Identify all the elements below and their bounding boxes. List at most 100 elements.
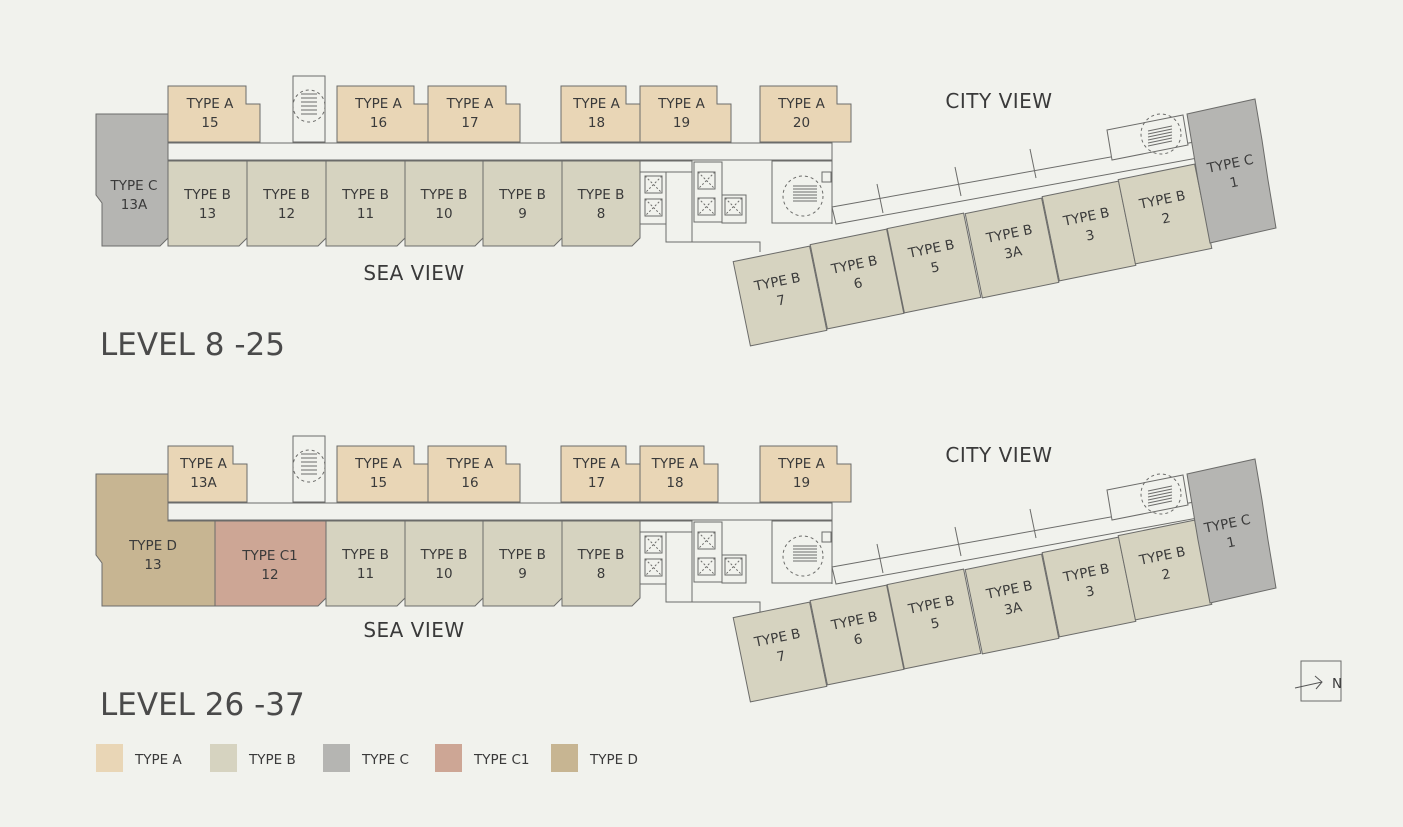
unit-c-1[interactable]: TYPE C1 [1186, 458, 1277, 604]
unit-number-label: 16 [370, 115, 387, 131]
unit-number-label: 5 [929, 615, 941, 632]
stair-core [771, 160, 833, 224]
unit-type-label: TYPE A [777, 96, 825, 112]
unit-b-3a[interactable]: TYPE B3A [964, 197, 1060, 299]
unit-type-label: TYPE A [179, 456, 227, 472]
unit-number-label: 13A [190, 475, 217, 491]
unit-type-label: TYPE A [354, 96, 402, 112]
unit-number-label: 11 [357, 566, 374, 582]
unit-number-label: 13A [121, 197, 148, 213]
unit-b-12[interactable]: TYPE B12 [246, 160, 327, 247]
unit-number-label: 10 [435, 206, 452, 222]
unit-type-label: TYPE B [498, 187, 546, 203]
unit-b-3[interactable]: TYPE B3 [1041, 180, 1137, 282]
unit-type-label: TYPE B [577, 547, 625, 563]
corridor [156, 502, 833, 521]
unit-type-label: TYPE A [354, 456, 402, 472]
unit-type-label: TYPE A [651, 456, 699, 472]
unit-c-13a[interactable]: TYPE C 13A [95, 113, 169, 247]
legend-item-a: TYPE A [96, 744, 182, 772]
unit-b-3[interactable]: TYPE B3 [1041, 536, 1137, 638]
unit-number-label: 8 [597, 206, 606, 222]
unit-a-19[interactable]: TYPE A 19 [759, 445, 852, 503]
unit-number-label: 16 [461, 475, 478, 491]
unit-number-label: 6 [852, 275, 864, 292]
unit-number-label: 9 [518, 566, 527, 582]
unit-b-3a[interactable]: TYPE B3A [964, 553, 1060, 655]
north-label: N [1332, 676, 1342, 692]
unit-b-9[interactable]: TYPE B9 [482, 160, 563, 247]
unit-a-13a[interactable]: TYPE A 13A [167, 445, 248, 503]
unit-c-1[interactable]: TYPE C1 [1186, 98, 1277, 244]
unit-number-label: 1 [1228, 174, 1240, 191]
unit-b-10[interactable]: TYPE B10 [404, 520, 484, 607]
unit-number-label: 18 [666, 475, 683, 491]
unit-a-16[interactable]: TYPE A 16 [336, 85, 429, 143]
unit-b-9[interactable]: TYPE B9 [482, 520, 563, 607]
unit-a-19[interactable]: TYPE A19 [639, 85, 732, 143]
stair-core [1106, 474, 1189, 521]
unit-b-7[interactable]: TYPE B7 [732, 601, 828, 703]
unit-a-15[interactable]: TYPE A 15 [336, 445, 429, 503]
legend-label: TYPE C [361, 752, 409, 768]
unit-a-18[interactable]: TYPE A 18 [639, 445, 719, 503]
unit-b-13[interactable]: TYPE B13 [167, 160, 248, 247]
unit-type-label: TYPE A [777, 456, 825, 472]
legend-item-c1: TYPE C1 [435, 744, 529, 772]
unit-b-10[interactable]: TYPE B 10 [404, 160, 484, 247]
unit-a-16[interactable]: TYPE A 16 [427, 445, 521, 503]
unit-number-label: 11 [357, 206, 374, 222]
unit-a-20[interactable]: TYPE A20 [759, 85, 852, 143]
unit-b-6[interactable]: TYPE B6 [809, 584, 905, 686]
unit-type-label: TYPE A [572, 456, 620, 472]
level-title: LEVEL 8 -25 [100, 327, 285, 363]
stair-core [1106, 114, 1189, 161]
unit-b-8[interactable]: TYPE B 8 [561, 520, 641, 607]
unit-b-7[interactable]: TYPE B7 [732, 245, 828, 347]
unit-number-label: 2 [1160, 566, 1172, 583]
unit-type-label: TYPE A [446, 456, 494, 472]
unit-a-17[interactable]: TYPE A17 [427, 85, 521, 143]
unit-type-label: TYPE B [420, 187, 468, 203]
unit-b-5[interactable]: TYPE B5 [886, 212, 982, 314]
unit-type-label: TYPE B [262, 187, 310, 203]
unit-a-18[interactable]: TYPE A18 [560, 85, 641, 143]
level-title: LEVEL 26 -37 [100, 687, 305, 723]
unit-number-label: 19 [673, 115, 690, 131]
unit-number-label: 8 [597, 566, 606, 582]
unit-a-17[interactable]: TYPE A 17 [560, 445, 641, 503]
unit-type-label: TYPE A [186, 96, 234, 112]
unit-number-label: 18 [588, 115, 605, 131]
unit-number-label: 13 [199, 206, 216, 222]
unit-number-label: 17 [588, 475, 605, 491]
unit-number-label: 7 [775, 292, 787, 309]
unit-number-label: 17 [461, 115, 478, 131]
unit-a-15[interactable]: TYPE A15 [167, 85, 261, 143]
unit-number-label: 19 [793, 475, 810, 491]
legend-swatch [435, 744, 462, 772]
unit-b-2[interactable]: TYPE B2 [1117, 163, 1213, 265]
city-view-label: CITY VIEW [945, 443, 1052, 467]
sea-view-label: SEA VIEW [363, 618, 464, 642]
legend-item-c: TYPE C [323, 744, 409, 772]
unit-number-label: 3 [1084, 583, 1096, 600]
unit-type-label: TYPE C [110, 178, 158, 194]
unit-b-6[interactable]: TYPE B6 [809, 228, 905, 330]
unit-type-label: TYPE B [577, 187, 625, 203]
sea-view-label: SEA VIEW [363, 261, 464, 285]
legend-label: TYPE D [589, 752, 638, 768]
stair-core [292, 435, 326, 503]
unit-b-8[interactable]: TYPE B 8 [561, 160, 641, 247]
unit-b-2[interactable]: TYPE B2 [1117, 519, 1213, 621]
legend-label: TYPE C1 [473, 752, 529, 768]
unit-number-label: 15 [370, 475, 387, 491]
unit-number-label: 6 [852, 631, 864, 648]
unit-b-11[interactable]: TYPE B11 [325, 520, 406, 607]
unit-b-11[interactable]: TYPE B11 [325, 160, 406, 247]
unit-b-5[interactable]: TYPE B5 [886, 568, 982, 670]
